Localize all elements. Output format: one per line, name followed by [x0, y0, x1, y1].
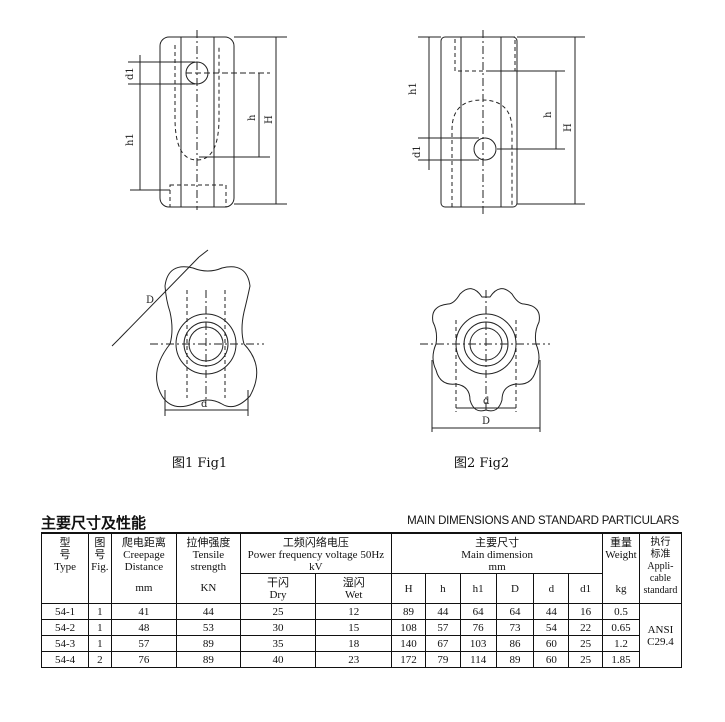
cell-d: 60 — [533, 651, 570, 668]
cell-creepage: 41 — [110, 603, 178, 620]
fig1-side-view — [128, 30, 287, 210]
cell-creepage: 57 — [110, 635, 178, 652]
cell-fig: 2 — [88, 651, 112, 668]
cell-D: 86 — [495, 635, 535, 652]
cell-h1: 64 — [459, 603, 497, 620]
cell-h: 44 — [424, 603, 461, 620]
cell-type: 54-1 — [40, 603, 90, 620]
fig1-dim-d: d — [201, 399, 208, 410]
section-title-en: MAIN DIMENSIONS AND STANDARD PARTICULARS — [407, 515, 679, 527]
cell-wet: 18 — [315, 635, 393, 652]
cell-type: 54-3 — [40, 635, 90, 652]
cell-fig: 1 — [88, 635, 112, 652]
cell-dry: 40 — [239, 651, 317, 668]
fig1-dim-d1: d1 — [125, 67, 136, 80]
header-dim-d: d — [533, 573, 570, 604]
cell-d1: 25 — [568, 651, 604, 668]
cell-d: 54 — [533, 619, 570, 636]
cell-wet: 15 — [315, 619, 393, 636]
technical-drawings: d1 h1 h H h1 d1 h H D d d D — [111, 30, 585, 432]
section-title-cn: 主要尺寸及性能 — [41, 514, 147, 532]
cell-D: 64 — [495, 603, 535, 620]
cell-d1: 25 — [568, 635, 604, 652]
fig2-dim-D: D — [482, 416, 490, 427]
header-dim-H: H — [391, 573, 426, 604]
cell-tensile: 44 — [176, 603, 241, 620]
cell-H: 140 — [391, 635, 426, 652]
cell-type: 54-4 — [40, 651, 90, 668]
cell-tensile: 89 — [176, 635, 241, 652]
fig2-dim-H: H — [563, 123, 574, 132]
fig2-top-view — [420, 288, 550, 432]
cell-wet: 23 — [315, 651, 393, 668]
cell-h1: 103 — [459, 635, 497, 652]
cell-d: 44 — [533, 603, 570, 620]
cell-type: 54-2 — [40, 619, 90, 636]
fig2-dim-d: d — [483, 396, 490, 407]
cell-h1: 114 — [459, 651, 497, 668]
fig1-dim-D: D — [146, 295, 154, 306]
cell-weight: 1.85 — [602, 651, 640, 668]
fig1-dim-h1: h1 — [125, 133, 136, 146]
cell-tensile: 53 — [176, 619, 241, 636]
header-dim-h1: h1 — [459, 573, 497, 604]
cell-weight: 0.5 — [602, 603, 640, 620]
cell-d: 60 — [533, 635, 570, 652]
cell-creepage: 48 — [110, 619, 178, 636]
cell-h: 79 — [424, 651, 461, 668]
fig2-dim-d1: d1 — [412, 145, 423, 158]
table-row: 54-3 1 57 89 35 18 140 67 103 86 60 25 1… — [40, 635, 682, 652]
cell-h: 67 — [424, 635, 461, 652]
fig2-dim-h1: h1 — [408, 82, 419, 95]
header-dim-d1: d1 — [568, 573, 604, 604]
fig2-dim-h: h — [543, 111, 554, 118]
cell-d1: 22 — [568, 619, 604, 636]
cell-D: 73 — [495, 619, 535, 636]
cell-D: 89 — [495, 651, 535, 668]
fig2-side-view — [418, 30, 585, 215]
header-dim-h: h — [424, 573, 461, 604]
fig1-top-view — [111, 249, 264, 416]
cell-h: 57 — [424, 619, 461, 636]
fig1-dim-h: h — [247, 114, 258, 121]
cell-H: 89 — [391, 603, 426, 620]
cell-wet: 12 — [315, 603, 393, 620]
table-row: 54-1 1 41 44 25 12 89 44 64 64 44 16 0.5… — [40, 603, 683, 668]
cell-creepage: 76 — [110, 651, 178, 668]
cell-weight: 0.65 — [602, 619, 640, 636]
cell-tensile: 89 — [176, 651, 241, 668]
fig1-dim-H: H — [264, 115, 275, 124]
cell-dry: 35 — [239, 635, 317, 652]
cell-H: 172 — [391, 651, 426, 668]
cell-dry: 25 — [239, 603, 317, 620]
cell-fig: 1 — [88, 619, 112, 636]
table-row: 54-4 2 76 89 40 23 172 79 114 89 60 25 1… — [40, 651, 682, 668]
cell-weight: 1.2 — [602, 635, 640, 652]
cell-H: 108 — [391, 619, 426, 636]
cell-fig: 1 — [88, 603, 112, 620]
cell-d1: 16 — [568, 603, 604, 620]
header-dim-D: D — [495, 573, 535, 604]
fig2-caption: 图2 Fig2 — [454, 456, 510, 471]
table-row: 54-2 1 48 53 30 15 108 57 76 73 54 22 0.… — [40, 619, 682, 636]
fig1-caption: 图1 Fig1 — [172, 456, 228, 471]
cell-dry: 30 — [239, 619, 317, 636]
cell-h1: 76 — [459, 619, 497, 636]
